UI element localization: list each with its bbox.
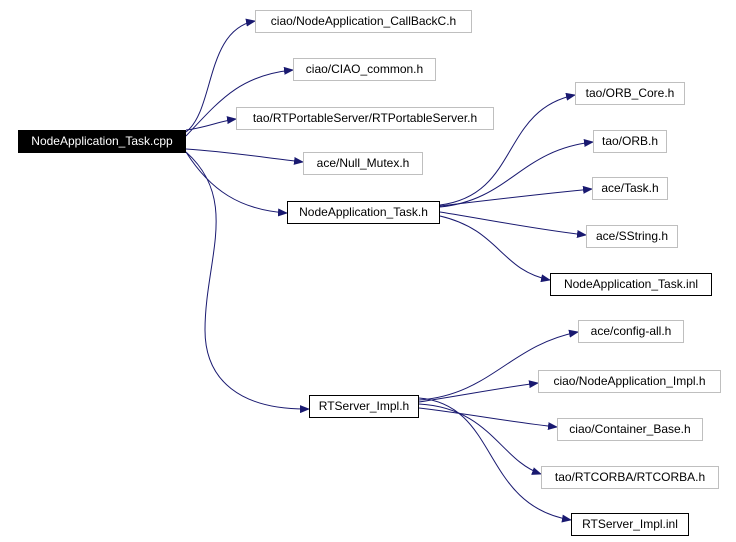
edge-rtimpl-to-config-all — [418, 329, 579, 401]
node-sstring-header[interactable]: ace/SString.h — [586, 225, 678, 248]
node-ace-task-header[interactable]: ace/Task.h — [592, 177, 668, 200]
node-container-base-header[interactable]: ciao/Container_Base.h — [557, 418, 703, 441]
edge-task-to-orb-core — [439, 92, 576, 206]
node-config-all-header[interactable]: ace/config-all.h — [578, 320, 684, 343]
node-null-mutex-header[interactable]: ace/Null_Mutex.h — [303, 152, 423, 175]
edge-task-to-sstring — [439, 211, 587, 239]
node-rtserver-impl-inl[interactable]: RTServer_Impl.inl — [571, 513, 689, 536]
edge-rtimpl-to-container-base — [418, 407, 558, 431]
edge-rtimpl-to-rtcorba — [418, 403, 542, 475]
node-rtserver-impl-header[interactable]: RTServer_Impl.h — [309, 395, 419, 418]
node-orb-core-header[interactable]: tao/ORB_Core.h — [575, 82, 685, 105]
node-rtportableserver-header[interactable]: tao/RTPortableServer/RTPortableServer.h — [236, 107, 494, 130]
edge-root-to-nodeapplication-task-h — [185, 151, 288, 217]
edge-task-to-ace-task — [439, 185, 593, 207]
edge-rtimpl-to-rtserver-inl — [418, 397, 572, 523]
edge-root-to-rtportableserver — [185, 116, 237, 131]
node-nodeapplication-task-inl[interactable]: NodeApplication_Task.inl — [550, 273, 712, 296]
edge-task-to-orb — [439, 139, 594, 208]
node-nodeapplication-task-header[interactable]: NodeApplication_Task.h — [287, 201, 440, 224]
edge-root-to-callbackc — [185, 18, 256, 133]
node-rtcorba-header[interactable]: tao/RTCORBA/RTCORBA.h — [541, 466, 719, 489]
node-nodeapplication-task-cpp[interactable]: NodeApplication_Task.cpp — [18, 130, 186, 153]
node-ciao-common-header[interactable]: ciao/CIAO_common.h — [293, 58, 436, 81]
node-orb-header[interactable]: tao/ORB.h — [593, 130, 667, 153]
node-callbackc-header[interactable]: ciao/NodeApplication_CallBackC.h — [255, 10, 472, 33]
node-nodeapplication-impl-header[interactable]: ciao/NodeApplication_Impl.h — [538, 370, 721, 393]
edge-rtimpl-to-nodeapplication-impl — [418, 380, 539, 403]
edge-root-to-ciao-common — [185, 66, 294, 137]
dependency-edges — [185, 18, 594, 523]
edge-task-to-task-inl — [439, 215, 551, 283]
edge-root-to-rtserver-impl-h — [185, 151, 310, 414]
edge-root-to-null-mutex — [185, 148, 304, 165]
